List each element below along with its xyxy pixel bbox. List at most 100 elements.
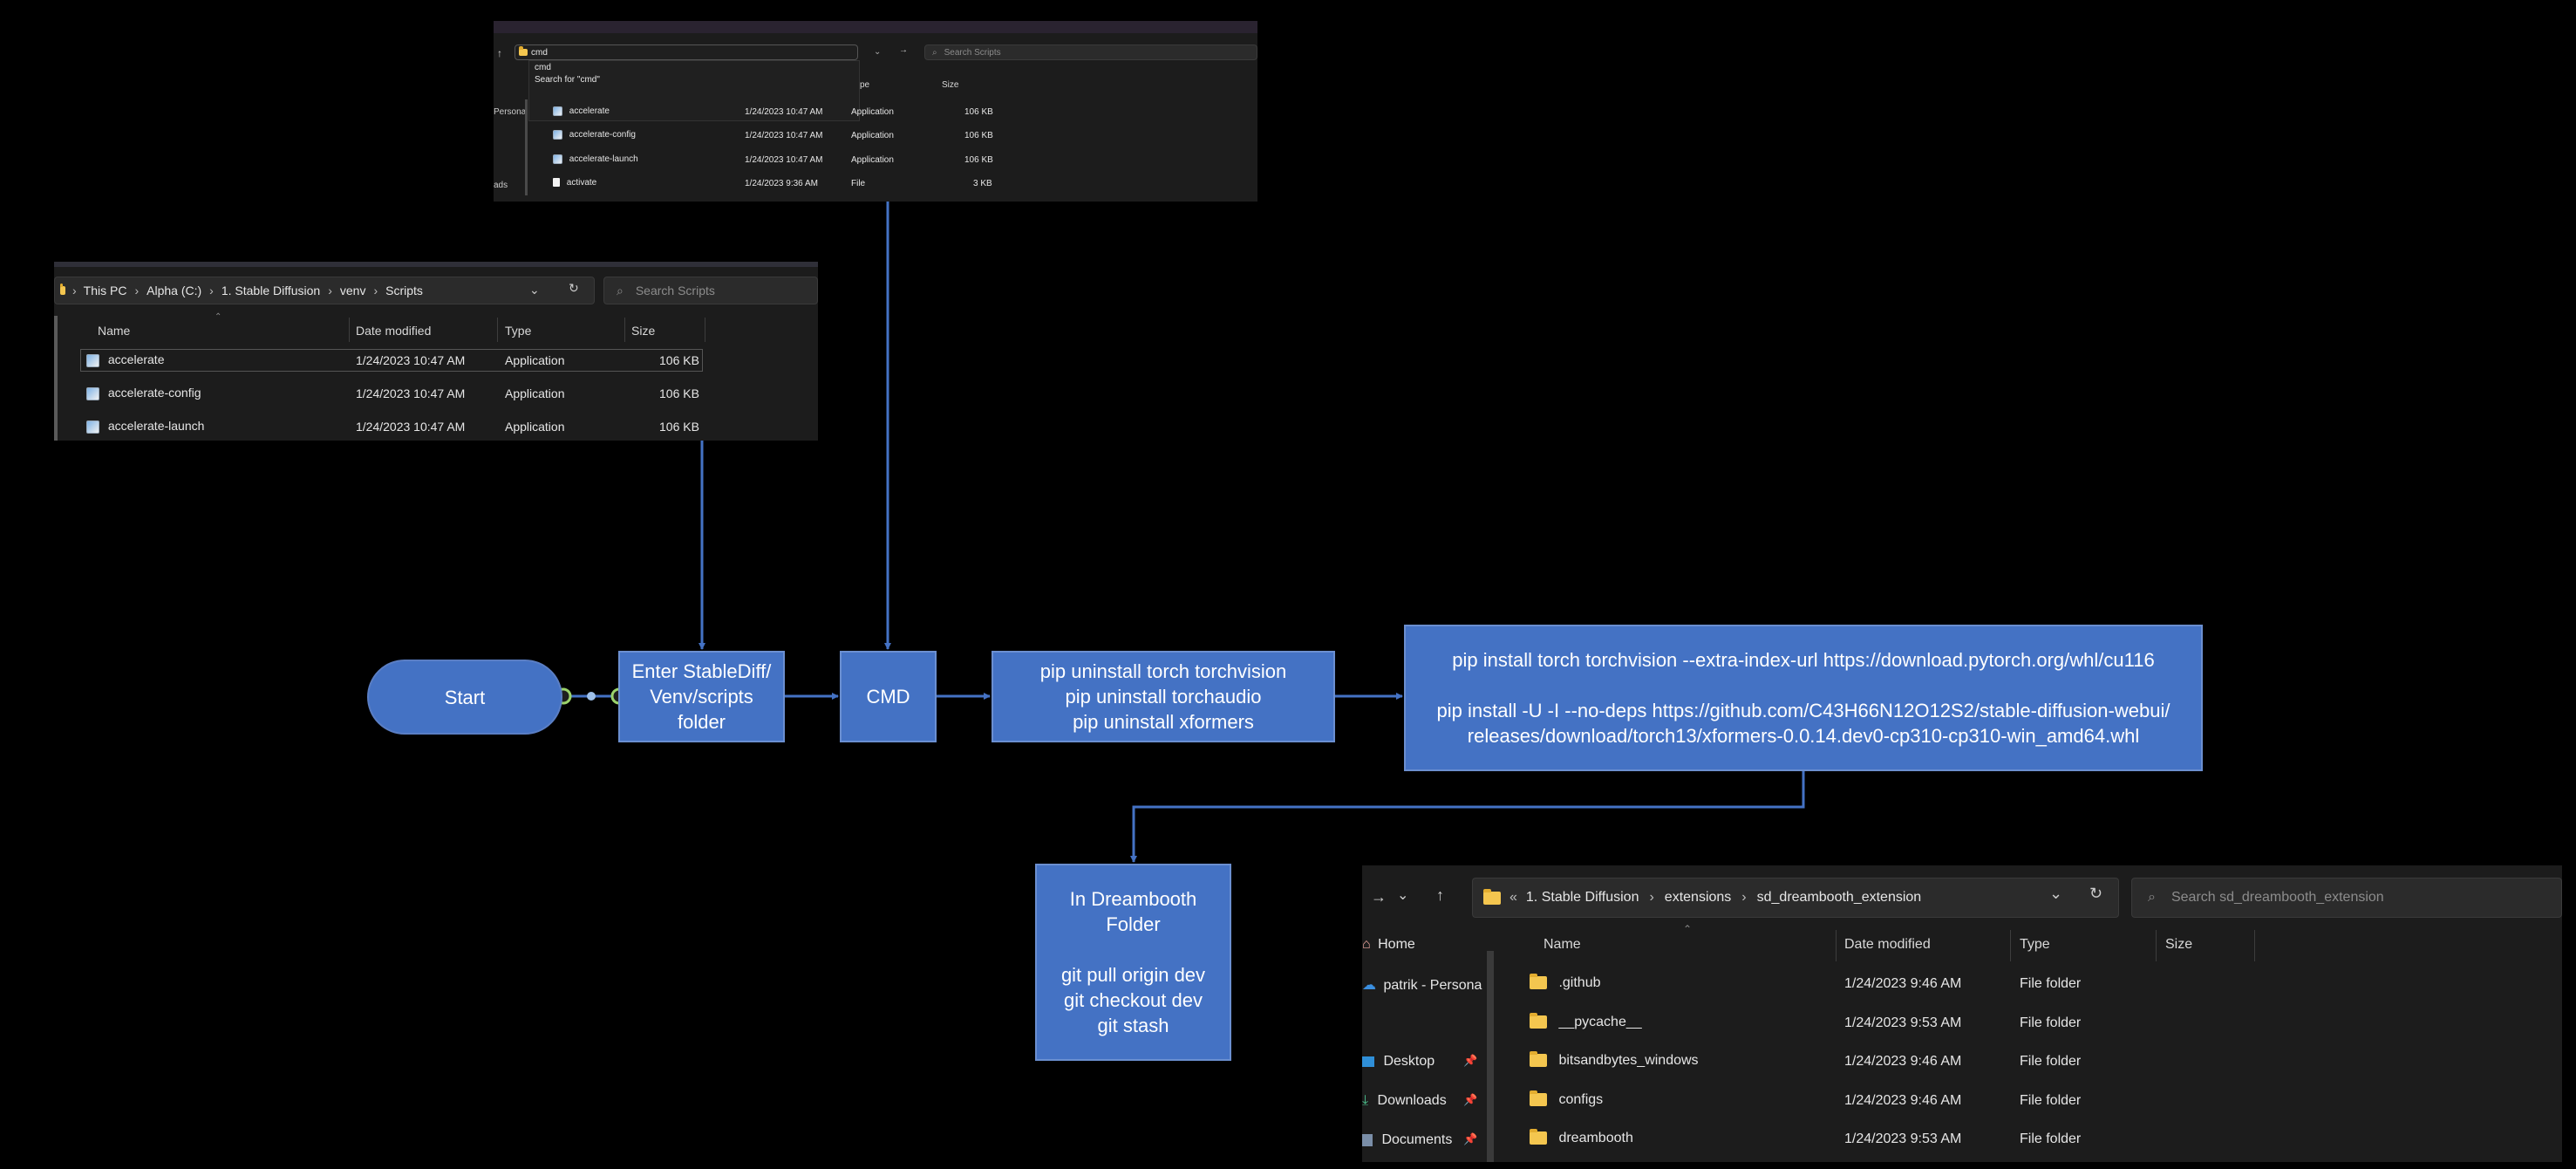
nav-item-desktop[interactable]: Desktop 📌 <box>1362 1054 1477 1070</box>
pip-uninstall-node[interactable]: pip uninstall torch torchvision pip unin… <box>992 651 1335 742</box>
chevron-down-icon[interactable]: ⌄ <box>874 47 882 57</box>
folder-type: File folder <box>2020 1015 2082 1030</box>
pin-icon[interactable]: 📌 <box>1463 1132 1478 1145</box>
nav-item-documents[interactable]: Documents 📌 <box>1362 1132 1477 1148</box>
node-text-line: Venv/scripts <box>650 686 753 708</box>
nav-item-home[interactable]: ⌂ Home <box>1362 937 1415 953</box>
explorer-screenshot-scripts: › This PC › Alpha (C:) › 1. Stable Diffu… <box>54 262 818 441</box>
column-header-name[interactable]: Name <box>1544 937 1581 952</box>
breadcrumb-item[interactable]: 1. Stable Diffusion <box>1525 890 1639 905</box>
chevron-right-icon: › <box>328 284 332 297</box>
app-icon <box>86 386 99 400</box>
address-bar[interactable]: « 1. Stable Diffusion › extensions › sd_… <box>1472 878 2119 918</box>
file-size: 106 KB <box>964 131 993 140</box>
nav-item-label: Documents <box>1381 1132 1453 1147</box>
connector-install-to-dreambooth <box>1130 771 1805 863</box>
enter-folder-node[interactable]: Enter StableDiff/ Venv/scripts folder <box>618 651 785 742</box>
column-header-size[interactable]: Size <box>2165 937 2193 952</box>
address-bar[interactable]: › This PC › Alpha (C:) › 1. Stable Diffu… <box>54 277 595 304</box>
refresh-icon[interactable]: ↻ <box>569 281 579 295</box>
breadcrumb-item[interactable]: This PC <box>83 284 127 297</box>
column-header-name[interactable]: Name <box>98 324 131 338</box>
file-row[interactable]: accelerate-config <box>86 386 201 400</box>
autocomplete-dropdown[interactable]: cmd Search for "cmd" <box>528 60 860 121</box>
folder-icon <box>1530 1129 1547 1145</box>
chevron-right-icon: › <box>134 284 140 297</box>
column-header-type[interactable]: pe <box>860 80 870 90</box>
chevron-right-icon: › <box>72 284 77 297</box>
folder-row[interactable]: __pycache__ <box>1530 1013 1642 1030</box>
autocomplete-item[interactable]: cmd <box>535 63 551 72</box>
folder-row[interactable]: bitsandbytes_windows <box>1530 1051 1699 1069</box>
chevron-down-icon[interactable]: ⌄ <box>529 283 540 297</box>
file-type: Application <box>505 353 565 367</box>
file-date: 1/24/2023 10:47 AM <box>745 131 823 140</box>
breadcrumb-item[interactable]: venv <box>339 284 366 297</box>
file-row[interactable]: accelerate <box>86 352 164 367</box>
node-text-line: pip uninstall xformers <box>1073 711 1254 733</box>
node-text-line: pip uninstall torch torchvision <box>1039 660 1287 682</box>
nav-item-onedrive[interactable]: ☁ patrik - Persona <box>1362 976 1482 994</box>
file-row[interactable]: accelerate <box>553 106 610 116</box>
pin-icon[interactable]: 📌 <box>1463 1054 1478 1067</box>
breadcrumb-item[interactable]: Alpha (C:) <box>147 284 202 297</box>
breadcrumb-item[interactable]: extensions <box>1664 890 1732 905</box>
pin-icon[interactable]: 📌 <box>1463 1093 1478 1106</box>
dreambooth-node[interactable]: In Dreambooth Folder git pull origin dev… <box>1035 864 1231 1061</box>
up-arrow-icon[interactable]: ↑ <box>497 47 502 59</box>
breadcrumb-item[interactable]: sd_dreambooth_extension <box>1756 890 1922 905</box>
autocomplete-item[interactable]: Search for "cmd" <box>535 75 600 85</box>
folder-icon <box>1530 1090 1547 1107</box>
folder-date: 1/24/2023 9:46 AM <box>1844 1093 1962 1108</box>
address-bar[interactable]: cmd <box>515 44 858 60</box>
refresh-icon[interactable]: ↻ <box>2089 885 2103 902</box>
nav-pane-scrollbar[interactable] <box>54 316 58 441</box>
folder-icon <box>1530 1013 1547 1029</box>
column-header-type[interactable]: Type <box>505 324 532 338</box>
folder-row[interactable]: .github <box>1530 974 1601 991</box>
column-header-type[interactable]: Type <box>2020 937 2050 952</box>
nav-item-label: Downloads <box>1377 1093 1447 1108</box>
node-text-line: pip install -U -I --no-deps https://gith… <box>1436 700 2171 721</box>
nav-pane-label[interactable]: ads <box>494 181 508 190</box>
file-name: accelerate-launch <box>107 419 205 433</box>
chevron-down-icon[interactable]: ⌄ <box>1397 888 1409 903</box>
nav-pane-label[interactable]: Persona <box>494 107 527 117</box>
file-name: accelerate <box>107 352 165 366</box>
file-row[interactable]: accelerate-launch <box>553 154 638 164</box>
file-size: 106 KB <box>659 353 699 367</box>
chevron-down-icon[interactable]: ⌄ <box>2049 885 2063 902</box>
pip-install-node[interactable]: pip install torch torchvision --extra-in… <box>1404 625 2203 771</box>
search-input[interactable]: ⌕ Search Scripts <box>603 277 818 304</box>
folder-name: dreambooth <box>1558 1131 1633 1145</box>
documents-icon <box>1362 1133 1373 1146</box>
search-input[interactable]: ⌕ Search sd_dreambooth_extension <box>2131 878 2562 918</box>
forward-arrow-icon[interactable]: → <box>899 45 908 55</box>
folder-row[interactable]: configs <box>1530 1090 1603 1108</box>
file-row[interactable]: accelerate-config <box>553 130 636 140</box>
search-input[interactable]: ⌕ Search Scripts <box>924 44 1257 60</box>
folder-row[interactable]: dreambooth <box>1530 1129 1633 1146</box>
nav-pane-scrollbar[interactable] <box>525 99 528 195</box>
cmd-node[interactable]: CMD <box>840 651 937 742</box>
start-node[interactable]: Start <box>367 660 562 735</box>
app-icon <box>553 130 562 140</box>
file-row[interactable]: activate <box>553 178 596 188</box>
breadcrumb-item[interactable]: 1. Stable Diffusion <box>221 284 321 297</box>
node-text-line: git stash <box>1097 1015 1169 1036</box>
column-header-size[interactable]: Size <box>942 80 959 90</box>
nav-item-downloads[interactable]: ⤓ Downloads 📌 <box>1362 1093 1477 1109</box>
forward-arrow-icon[interactable]: → <box>1371 888 1387 906</box>
up-arrow-icon[interactable]: ↑ <box>1436 886 1444 904</box>
desktop-icon <box>1362 1056 1374 1067</box>
column-header-size[interactable]: Size <box>631 324 656 338</box>
search-icon: ⌕ <box>2148 890 2156 905</box>
breadcrumb-item[interactable]: Scripts <box>385 284 423 297</box>
node-text-line: CMD <box>866 686 910 708</box>
file-row[interactable]: accelerate-launch <box>86 419 204 434</box>
column-header-date[interactable]: Date modified <box>1844 937 1931 952</box>
folder-date: 1/24/2023 9:53 AM <box>1844 1015 1962 1030</box>
column-header-date[interactable]: Date modified <box>356 324 432 338</box>
file-name: accelerate-config <box>569 130 636 140</box>
nav-pane-scrollbar[interactable] <box>1487 951 1494 1162</box>
